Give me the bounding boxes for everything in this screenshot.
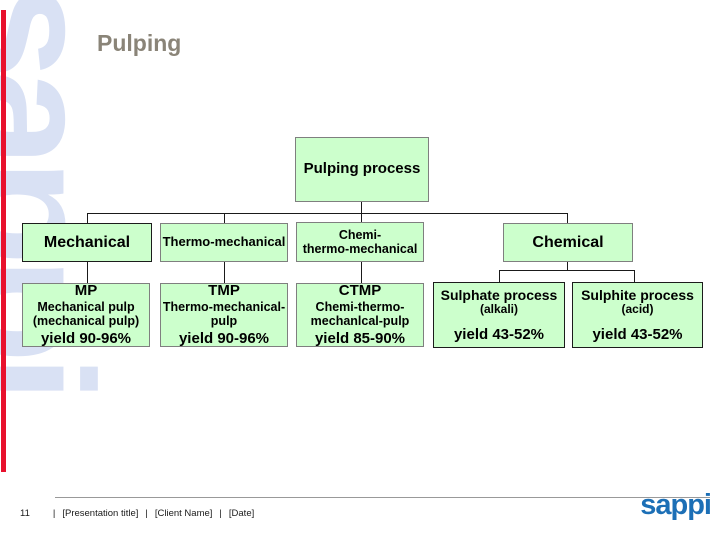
node-tmp: TMP Thermo-mechanical- pulp yield 90-96% [160, 282, 288, 347]
connector-stub-sulphate [499, 270, 500, 282]
connector-mechanical-mp [87, 262, 88, 283]
node-yield: yield 90-96% [40, 329, 132, 347]
footer-presentation-title: [Presentation title] [62, 508, 139, 519]
node-chemi-thermo-mechanical: Chemi- thermo-mechanical [296, 222, 424, 262]
node-yield: yield 43-52% [592, 325, 683, 343]
node-label-line2: thermo-mechanical [302, 242, 418, 256]
connector-stub-chemical [567, 213, 568, 223]
node-desc-line2: pulp [210, 313, 238, 328]
node-chemical: Chemical [503, 223, 633, 262]
connector-root-down [361, 202, 362, 213]
connector-stub-mechanical [87, 213, 88, 223]
page-number: 11 [20, 508, 30, 519]
node-pulping-process: Pulping process [295, 137, 429, 202]
node-mp: MP Mechanical pulp (mechanical pulp) yie… [22, 282, 150, 347]
connector-ctm-ctmp [361, 262, 362, 283]
node-sub: (acid) [621, 301, 654, 316]
connector-stub-ctm [361, 213, 362, 222]
footer-separator: | [52, 508, 56, 519]
node-desc-line1: Mechanical pulp [37, 299, 135, 314]
connector-level2-horizontal [499, 270, 635, 271]
accent-bar [1, 10, 6, 472]
footer-separator: | [145, 508, 148, 519]
node-title: Sulphate process [440, 286, 558, 303]
sappi-logo: sappi [640, 489, 712, 521]
node-title: Sulphite process [581, 286, 694, 303]
node-label: Mechanical [43, 233, 131, 251]
node-label: Chemical [532, 233, 604, 251]
footer-date: [Date] [228, 508, 255, 519]
node-desc-line1: Chemi-thermo- [315, 299, 405, 314]
node-desc-line2: mechanlcal-pulp [310, 313, 410, 328]
node-yield: yield 90-96% [178, 329, 270, 347]
node-abbr: TMP [208, 282, 240, 299]
node-desc-line2: (mechanical pulp) [32, 313, 140, 328]
node-desc-line1: Thermo-mechanical- [162, 299, 286, 314]
footer-separator: | [219, 508, 222, 519]
node-thermo-mechanical: Thermo-mechanical [160, 223, 288, 262]
node-sulphite-process: Sulphite process (acid) yield 43-52% [572, 282, 703, 348]
node-abbr: CTMP [338, 282, 382, 299]
node-label: Thermo-mechanical [162, 234, 286, 250]
footer-divider [55, 497, 710, 498]
node-abbr: MP [74, 282, 98, 299]
node-label-line1: Chemi- [338, 227, 382, 242]
page-title: Pulping [97, 30, 182, 56]
connector-thermo-tmp [224, 262, 225, 283]
node-yield: yield 85-90% [314, 329, 406, 347]
connector-stub-thermo [224, 213, 225, 223]
node-yield: yield 43-52% [453, 325, 545, 343]
footer-client-name: [Client Name] [154, 508, 213, 519]
node-sub: (alkali) [479, 301, 518, 316]
node-sulphate-process: Sulphate process (alkali) yield 43-52% [433, 282, 565, 348]
node-label: Pulping process [303, 160, 421, 178]
node-ctmp: CTMP Chemi-thermo- mechanlcal-pulp yield… [296, 282, 424, 347]
connector-stub-sulphite [634, 270, 635, 282]
connector-chemical-down [567, 262, 568, 270]
footer: 11 | [Presentation title] | [Client Name] | [D… [20, 508, 254, 519]
node-mechanical: Mechanical [22, 223, 152, 262]
connector-level1-horizontal [87, 213, 568, 214]
